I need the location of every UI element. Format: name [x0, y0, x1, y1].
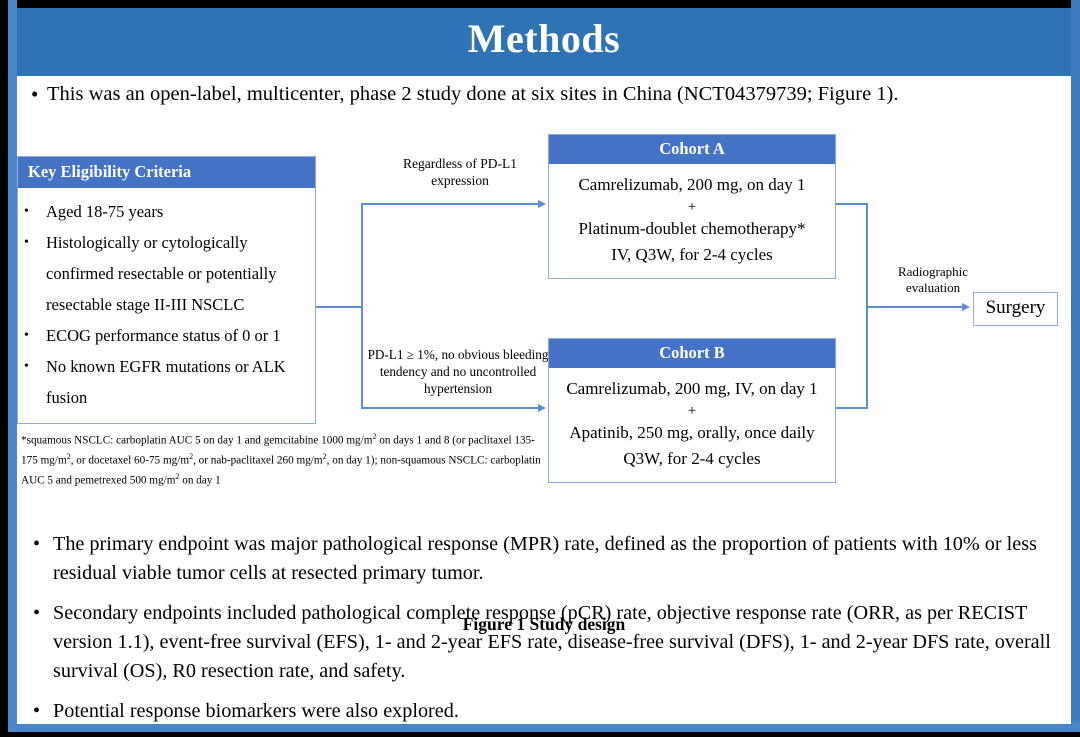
- intro-bullet: • This was an open-label, multicenter, p…: [25, 80, 1065, 108]
- bullet-marker: •: [24, 359, 29, 374]
- cohort-b-header: Cohort B: [549, 339, 835, 368]
- cohort-a-plus: +: [687, 199, 697, 215]
- list-item: • The primary endpoint was major patholo…: [25, 530, 1067, 588]
- arrow-head-cohort-b-icon: [538, 403, 546, 412]
- list-item: • No known EGFR mutations or ALK fusion: [24, 351, 309, 413]
- eligibility-criteria-box: Key Eligibility Criteria • Aged 18-75 ye…: [17, 156, 316, 424]
- connector-split-vertical: [361, 203, 363, 409]
- cohort-a-body: Camrelizumab, 200 mg, on day 1 + Platinu…: [549, 164, 835, 278]
- radiographic-evaluation-label: Radiographic evaluation: [897, 264, 969, 295]
- list-item: • Secondary endpoints included pathologi…: [25, 599, 1067, 686]
- bullet-marker: •: [24, 235, 29, 250]
- arrow-head-surgery-icon: [962, 302, 970, 311]
- intro-bullet-text: This was an open-label, multicenter, pha…: [47, 83, 899, 105]
- cohort-b-line2: Apatinib, 250 mg, orally, once daily: [569, 423, 815, 442]
- arrow-head-cohort-a-icon: [538, 199, 546, 208]
- cohort-b-box: Cohort B Camrelizumab, 200 mg, IV, on da…: [548, 338, 836, 483]
- cohort-a-line3: IV, Q3W, for 2-4 cycles: [611, 245, 773, 264]
- primary-endpoint-text: The primary endpoint was major pathologi…: [53, 533, 1037, 584]
- list-item: • Aged 18-75 years: [24, 196, 309, 227]
- connector-stub-horizontal: [316, 306, 362, 308]
- slide-right-accent-bar: [1071, 0, 1080, 732]
- secondary-endpoint-text: Secondary endpoints included pathologica…: [53, 602, 1051, 682]
- cohort-b-plus: +: [687, 403, 697, 419]
- cohort-a-line1: Camrelizumab, 200 mg, on day 1: [578, 175, 806, 194]
- eligibility-item-text: No known EGFR mutations or ALK fusion: [46, 357, 286, 407]
- bullet-marker: •: [33, 602, 41, 624]
- slide-canvas: Methods • This was an open-label, multic…: [17, 8, 1071, 724]
- list-item: • Histologically or cytologically confir…: [24, 227, 309, 320]
- study-design-figure: Key Eligibility Criteria • Aged 18-75 ye…: [17, 116, 1071, 634]
- arm-label-regardless-pdl1: Regardless of PD-L1 expression: [403, 156, 517, 188]
- slide-left-accent-bar: [8, 0, 17, 732]
- bullet-marker: •: [24, 204, 29, 219]
- bullet-marker: •: [33, 700, 41, 722]
- eligibility-item-text: Aged 18-75 years: [46, 202, 164, 221]
- eligibility-list: • Aged 18-75 years • Histologically or c…: [18, 188, 315, 423]
- arm-label-pdl1-positive: PD-L1 ≥ 1%, no obvious bleeding tendency…: [367, 347, 549, 396]
- cohort-b-line1: Camrelizumab, 200 mg, IV, on day 1: [566, 379, 818, 398]
- connector-from-cohort-b: [836, 407, 868, 409]
- eligibility-item-text: ECOG performance status of 0 or 1: [46, 326, 281, 345]
- bullet-marker: •: [33, 533, 41, 555]
- bullet-marker: •: [24, 328, 29, 343]
- bullet-marker: •: [31, 82, 39, 106]
- cohort-b-line3: Q3W, for 2-4 cycles: [623, 449, 761, 468]
- cohort-a-header: Cohort A: [549, 135, 835, 164]
- connector-to-cohort-b: [361, 407, 539, 409]
- biomarkers-text: Potential response biomarkers were also …: [53, 700, 459, 722]
- connector-from-cohort-a: [836, 203, 868, 205]
- list-item: • ECOG performance status of 0 or 1: [24, 320, 309, 351]
- chemotherapy-footnote: *squamous NSCLC: carboplatin AUC 5 on da…: [21, 432, 541, 488]
- endpoints-bullet-list: • The primary endpoint was major patholo…: [25, 530, 1067, 737]
- title-banner: Methods: [17, 8, 1071, 76]
- cohort-a-line2: Platinum-doublet chemotherapy*: [578, 219, 806, 238]
- list-item: • Potential response biomarkers were als…: [25, 697, 1067, 726]
- figure-caption: Figure 1 Study design: [462, 614, 626, 634]
- eligibility-header: Key Eligibility Criteria: [18, 157, 315, 188]
- cohort-b-body: Camrelizumab, 200 mg, IV, on day 1 + Apa…: [549, 368, 835, 482]
- page-title: Methods: [467, 16, 621, 61]
- eligibility-item-text: Histologically or cytologically confirme…: [46, 233, 277, 314]
- cohort-a-box: Cohort A Camrelizumab, 200 mg, on day 1 …: [548, 134, 836, 279]
- slide-bottom-accent-bar: [8, 722, 1080, 732]
- connector-to-cohort-a: [361, 203, 539, 205]
- connector-to-surgery: [866, 306, 963, 308]
- surgery-box: Surgery: [973, 292, 1058, 326]
